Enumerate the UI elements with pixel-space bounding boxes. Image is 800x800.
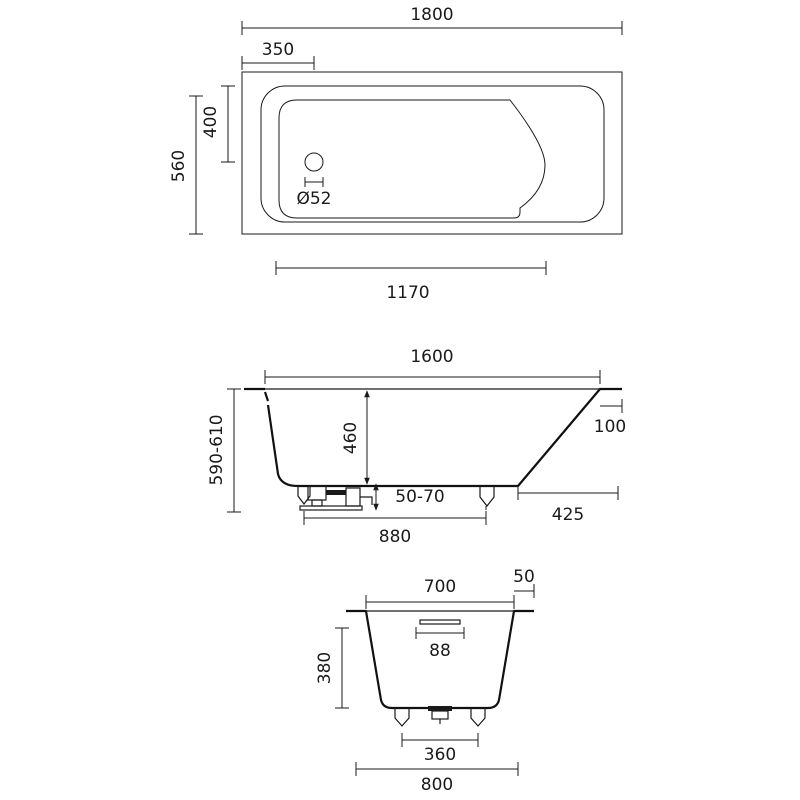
dim-label-overall-length: 1800 [410, 5, 453, 25]
dim-label-drain-diameter: Ø52 [296, 189, 331, 209]
dim-label-overflow-width: 88 [429, 641, 451, 661]
dim-label-end-overall-width: 800 [421, 775, 453, 795]
dim-label-leg-spacing: 880 [379, 527, 411, 547]
top-view: 1800 350 400 560 Ø52 1170 [169, 5, 623, 303]
side-view: 1600 590-610 460 100 50-70 425 880 [207, 347, 626, 547]
dim-label-drain-offset: 350 [262, 40, 294, 60]
dim-label-height: 590-610 [207, 414, 227, 485]
side-view-rim-break [263, 391, 270, 402]
dim-label-inner-length: 1170 [386, 283, 429, 303]
end-view: 88 700 50 380 360 800 [315, 567, 535, 795]
end-view-drain-assembly [428, 706, 452, 724]
dim-label-end-depth: 380 [315, 652, 335, 684]
dim-label-leg-height: 50-70 [395, 487, 444, 507]
end-view-leg-right [470, 708, 486, 727]
side-view-leg-right [479, 486, 495, 507]
dim-label-top-width: 700 [424, 577, 456, 597]
dim-label-depth: 460 [341, 422, 361, 454]
overflow-slot-icon [419, 619, 461, 625]
side-view-tub-profile [244, 387, 622, 488]
side-view-leg-left [297, 486, 311, 505]
dim-label-top-length: 1600 [410, 347, 453, 367]
top-view-basin-floor [278, 99, 546, 219]
dim-label-overall-width: 560 [169, 150, 189, 182]
dim-label-drain-offset-y: 400 [201, 106, 221, 138]
dim-label-end-leg-spacing: 360 [424, 745, 456, 765]
top-view-basin-edge [260, 85, 605, 223]
dim-label-end-slope: 425 [552, 505, 584, 525]
side-view-drain-assembly [299, 485, 373, 511]
top-view-outer-rim [241, 71, 623, 235]
end-view-leg-left [394, 708, 410, 727]
dim-label-rim-width: 50 [513, 567, 535, 587]
drain-hole-icon [304, 152, 324, 172]
dim-label-rim-step: 100 [594, 417, 626, 437]
